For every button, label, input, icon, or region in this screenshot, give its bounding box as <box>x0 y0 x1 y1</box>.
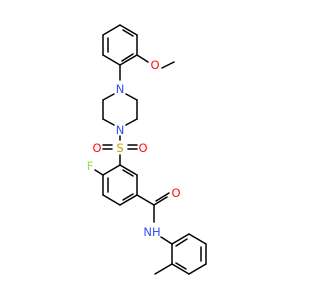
sulfur-label: S <box>116 141 123 155</box>
amide-nh-label: NH <box>143 225 160 239</box>
fluorine-label: F <box>87 159 94 173</box>
molecule-structure: O N N S O O F <box>87 24 207 275</box>
sulfonyl-group: S O O <box>92 141 147 155</box>
piperazine-n-top-label: N <box>116 82 125 96</box>
sulfonyl-oxygen-right-label: O <box>138 141 147 155</box>
ether-oxygen-label: O <box>150 58 159 72</box>
amide-group: O NH <box>136 186 181 245</box>
piperazine-n-bottom-label: N <box>116 123 125 137</box>
sulfonyl-oxygen-left-label: O <box>92 141 101 155</box>
structure-canvas: O N N S O O F <box>87 24 207 275</box>
piperazine-ring: N N <box>102 82 138 137</box>
fluorobenzene-ring <box>102 164 138 206</box>
methoxyphenyl-ring <box>102 24 138 66</box>
methoxy-group: O <box>136 54 175 72</box>
carbonyl-oxygen-label: O <box>171 186 180 200</box>
tolyl-ring <box>171 233 207 275</box>
